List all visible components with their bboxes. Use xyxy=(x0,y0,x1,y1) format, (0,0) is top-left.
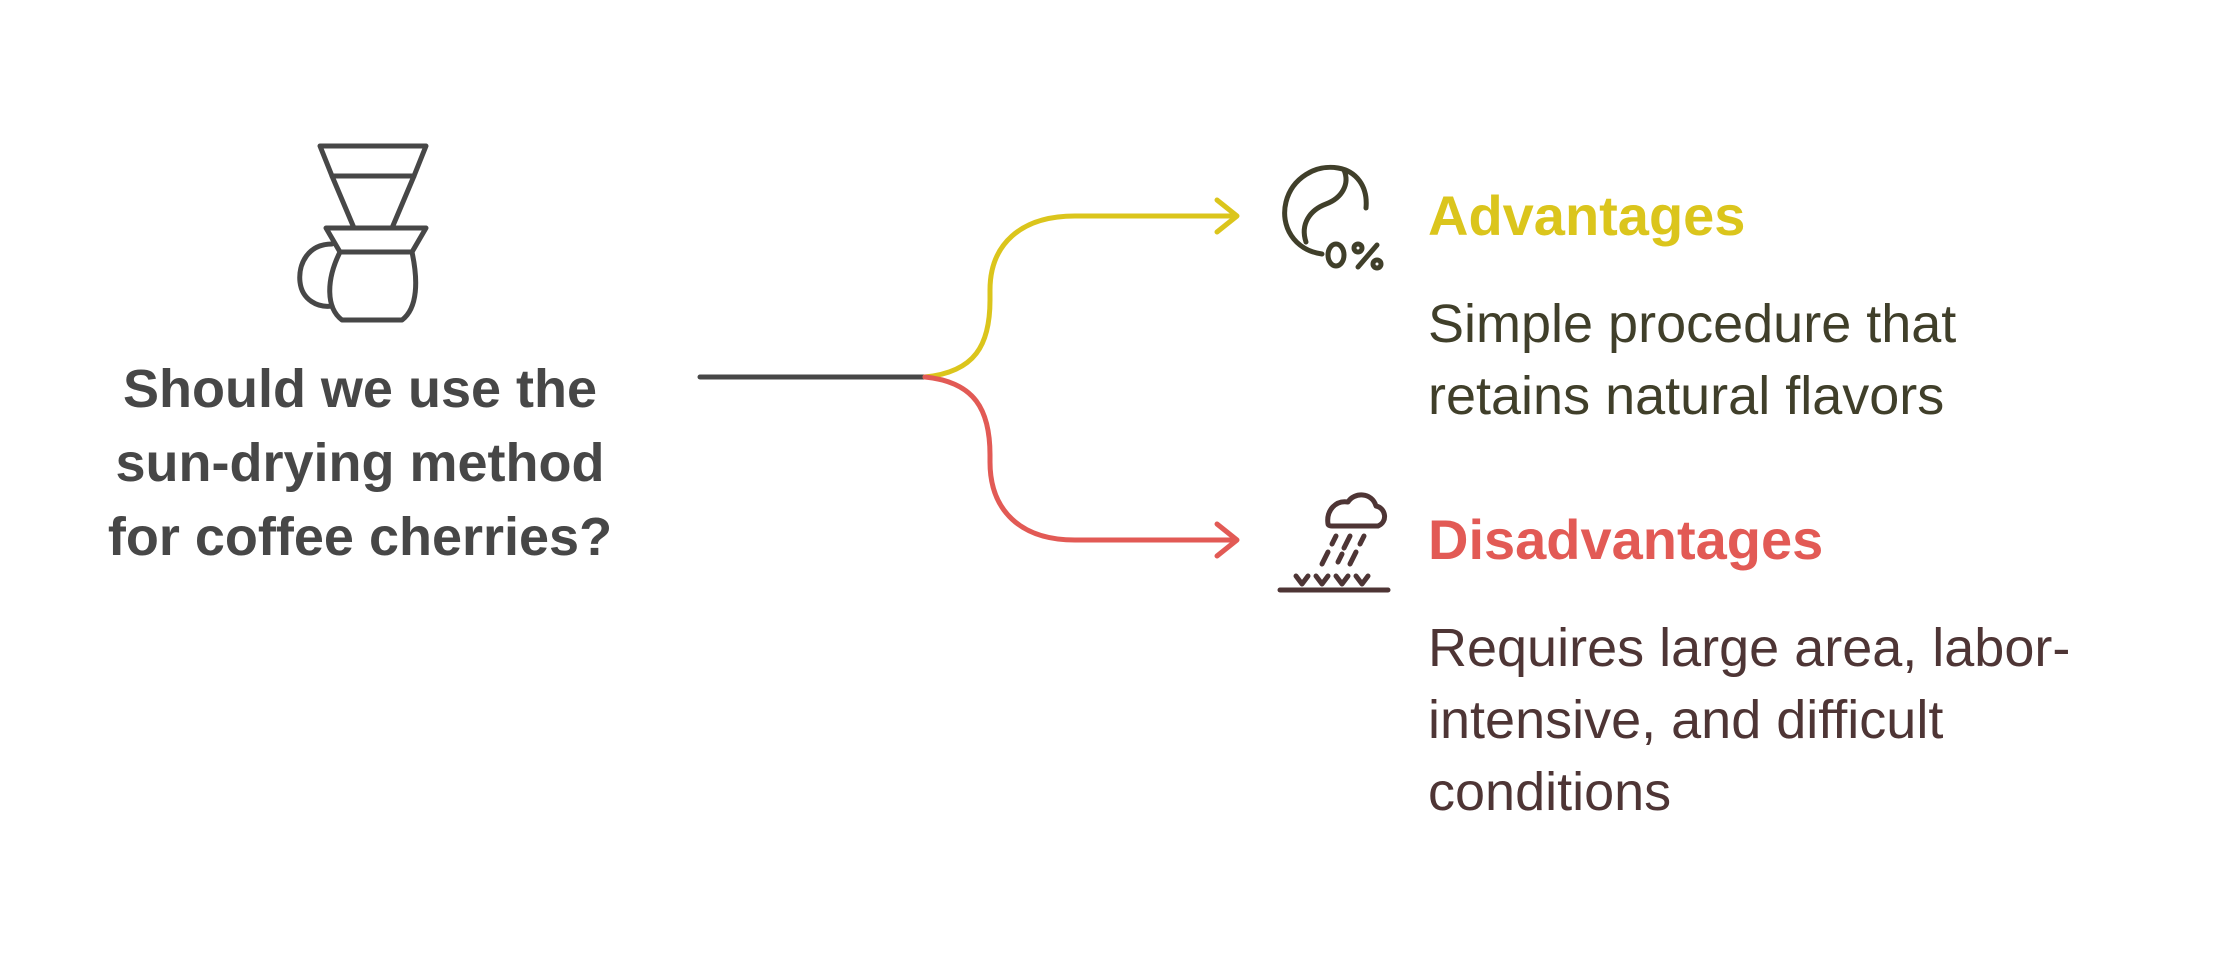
disadvantages-description: Requires large area, labor- intensive, a… xyxy=(1428,612,2070,828)
disadvantages-arrowhead xyxy=(1214,521,1240,559)
question-line: Should we use the xyxy=(122,359,598,419)
pour-over-coffee-icon xyxy=(288,140,438,330)
disadvantages-title: Disadvantages xyxy=(1428,508,1824,571)
advantages-branch-line xyxy=(922,213,1238,380)
advantages-title: Advantages xyxy=(1428,184,1746,247)
disadvantages-text-line: intensive, and difficult xyxy=(1428,690,1944,750)
question-line: for coffee cherries? xyxy=(107,507,613,567)
question-line: sun-drying method xyxy=(115,433,605,493)
advantages-text-line: Simple procedure that xyxy=(1428,294,1957,354)
coffee-bean-zero-percent-icon xyxy=(1276,158,1392,274)
question-text: Should we use the sun-drying method for … xyxy=(60,352,660,574)
rain-cloud-over-ground-icon xyxy=(1276,484,1392,600)
disadvantages-text-line: Requires large area, labor- xyxy=(1428,618,2071,678)
advantages-text-line: retains natural flavors xyxy=(1428,366,1945,426)
advantages-arrowhead xyxy=(1214,197,1240,235)
disadvantages-branch-line xyxy=(922,374,1238,543)
advantages-description: Simple procedure that retains natural fl… xyxy=(1428,288,1956,432)
disadvantages-text-line: conditions xyxy=(1428,762,1672,822)
